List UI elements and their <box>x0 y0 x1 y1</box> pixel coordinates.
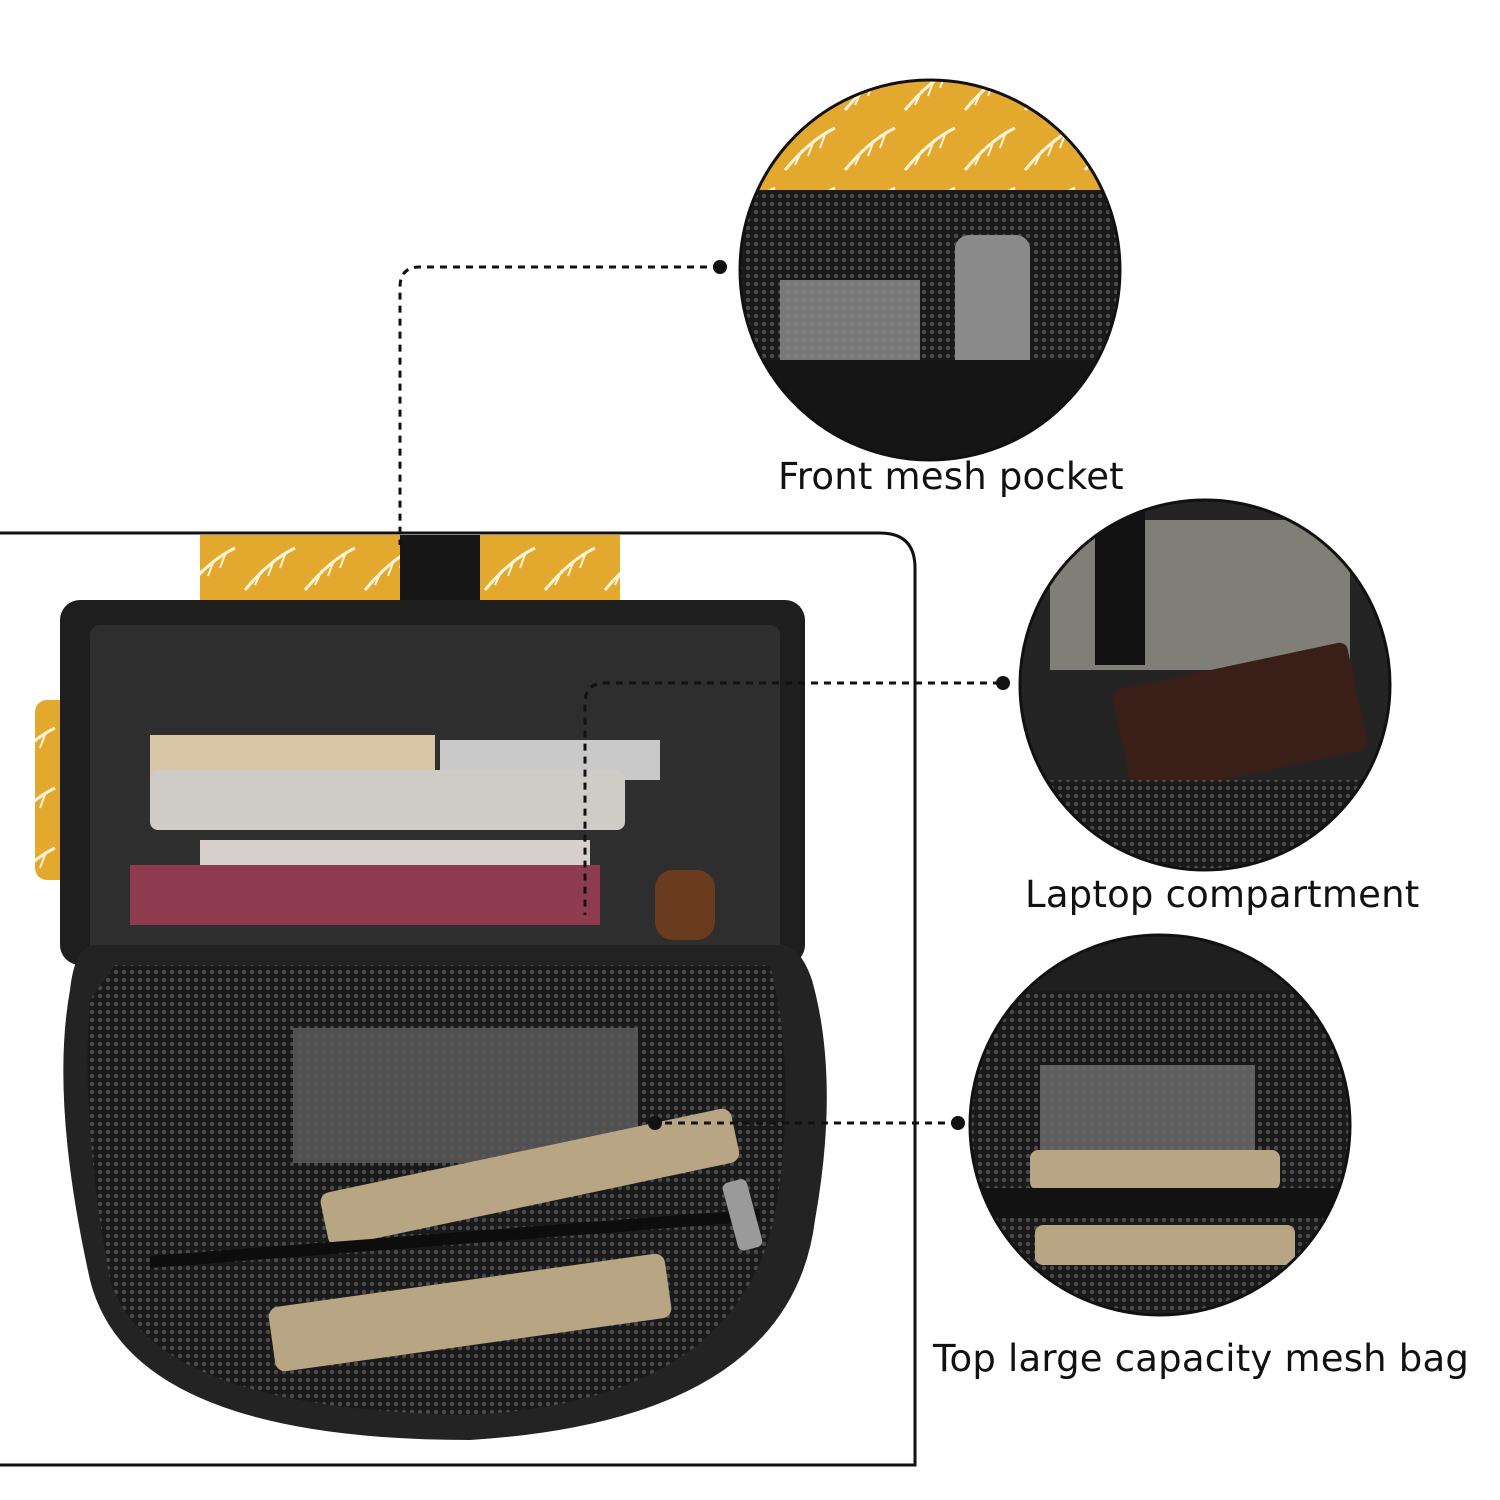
detail-circle-laptop <box>1020 500 1390 870</box>
label-laptop-compartment: Laptop compartment <box>1025 873 1420 916</box>
phone <box>320 1108 740 1247</box>
clothes <box>150 770 625 830</box>
backpack-main-photo <box>35 535 827 1440</box>
folder <box>130 865 600 925</box>
connector-lines <box>398 265 1000 1125</box>
zipper-pull <box>722 1179 763 1251</box>
label-front-mesh-pocket: Front mesh pocket <box>778 455 1124 498</box>
card-window <box>1040 1065 1255 1155</box>
detail-circle-top-mesh <box>970 935 1350 1315</box>
label-top-mesh-bag: Top large capacity mesh bag <box>933 1337 1470 1380</box>
main-frame <box>0 531 917 1467</box>
bottle <box>655 870 715 940</box>
passport <box>1112 642 1368 798</box>
webbing-strap <box>400 535 480 605</box>
detail-circle-front-mesh <box>740 80 1120 460</box>
elastic-strap <box>1095 505 1145 665</box>
phone <box>955 235 1030 375</box>
